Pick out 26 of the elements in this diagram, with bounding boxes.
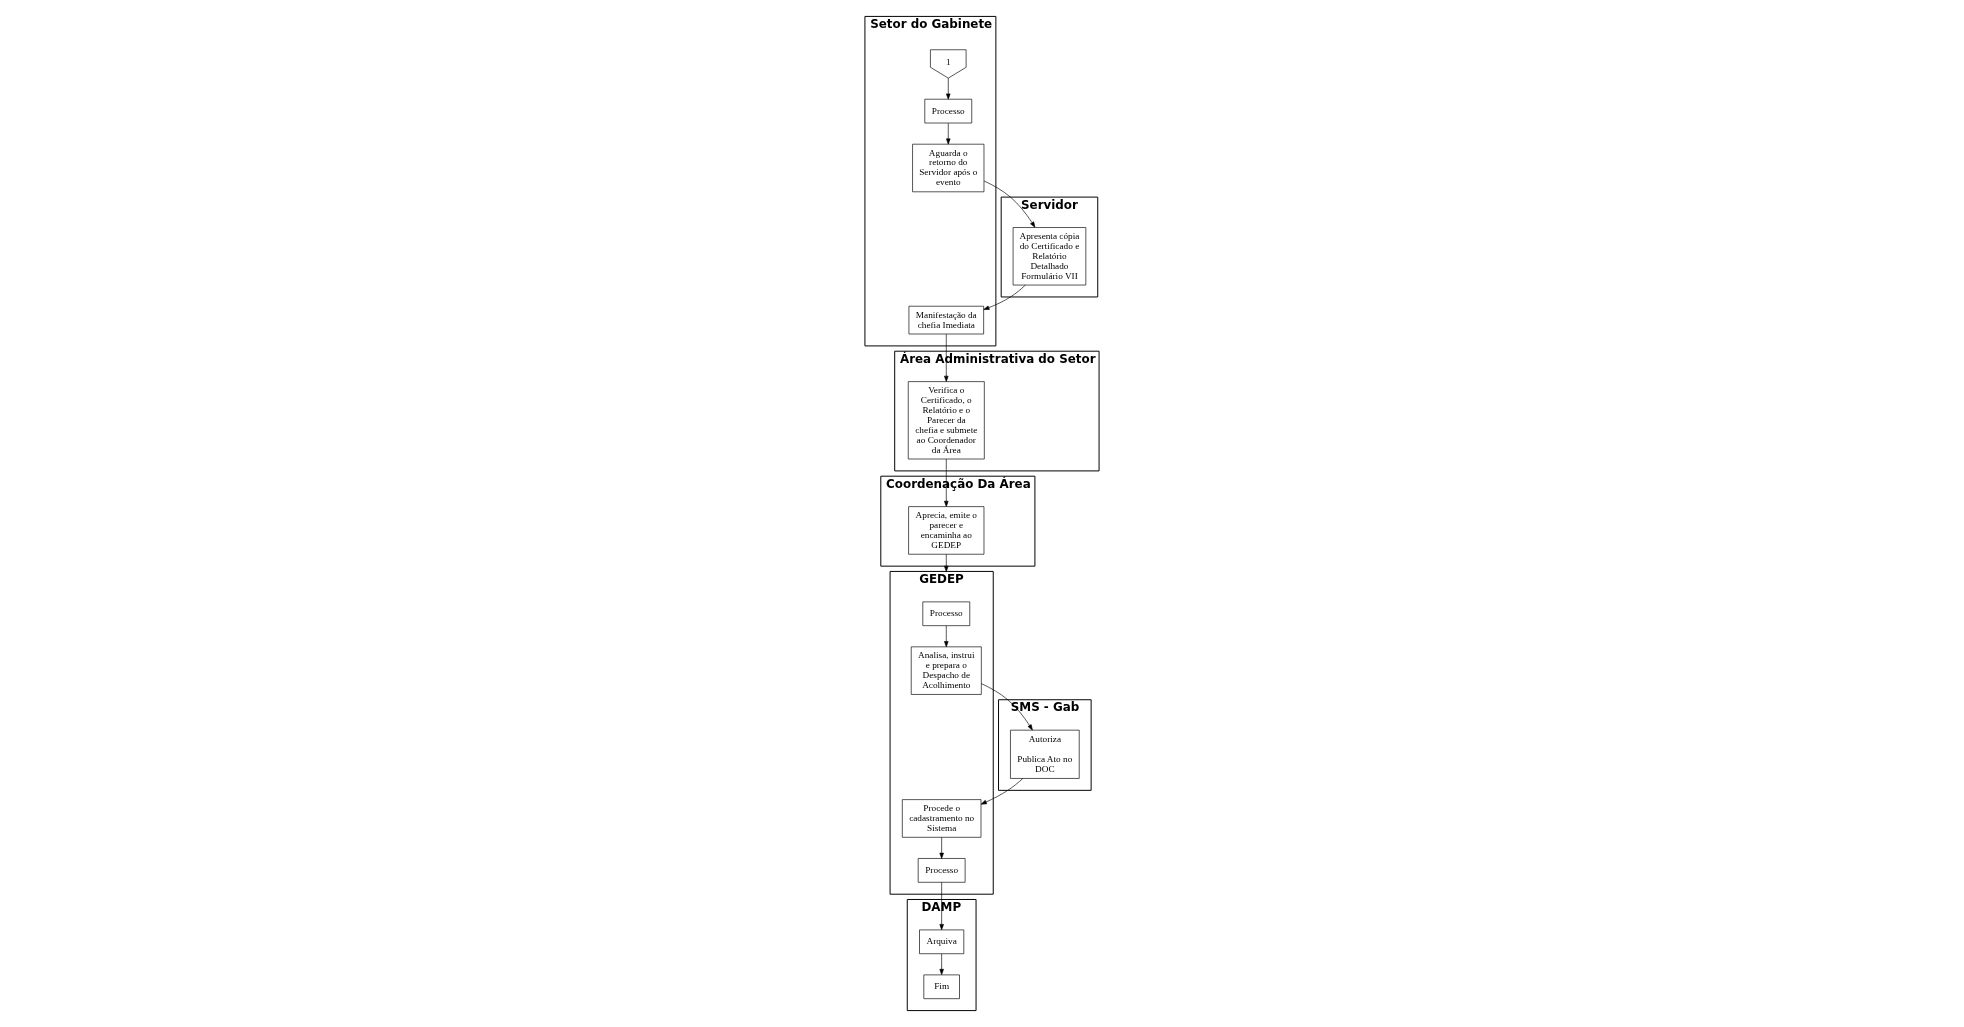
arrow bbox=[983, 284, 1026, 310]
arrow bbox=[944, 458, 949, 507]
arrow bbox=[946, 122, 951, 145]
node-box: Procede o cadastramento no Sistema bbox=[901, 799, 982, 838]
node-box: Processo bbox=[922, 601, 971, 626]
arrow bbox=[981, 683, 1033, 731]
arrow bbox=[939, 837, 944, 859]
arrow bbox=[939, 953, 944, 975]
node-box: Verifica o Certificado, o Relatório e o Parecer da chefia e submete ao Coordenador da Área bbox=[907, 381, 985, 460]
arrow bbox=[983, 180, 1036, 228]
arrow bbox=[944, 625, 949, 648]
arrow bbox=[939, 881, 944, 930]
arrow bbox=[944, 554, 949, 572]
node-box: Fim bbox=[923, 974, 960, 1000]
node-box: Analisa, instrui e prepara o Despacho de Acolhimento bbox=[910, 646, 982, 695]
node-box: Processo bbox=[924, 98, 973, 124]
node-box: Apresenta cópia do Certificado e Relatório Detalhado Formulário VII bbox=[1012, 227, 1087, 286]
node-box: Manifestação da chefia Imediata bbox=[908, 305, 984, 335]
node-box: Processo bbox=[917, 858, 966, 883]
node-box: Arquiva bbox=[919, 929, 965, 955]
node-box: Autoriza Publica Ato no DOC bbox=[1010, 729, 1080, 779]
node-box: Aguarda o retorno do Servidor após o evento bbox=[912, 143, 985, 193]
arrow bbox=[980, 778, 1024, 805]
node-box: Aprecia, emite o parecer e encaminha ao GEDEP bbox=[908, 506, 985, 555]
arrow bbox=[944, 333, 949, 382]
arrow bbox=[946, 77, 951, 100]
